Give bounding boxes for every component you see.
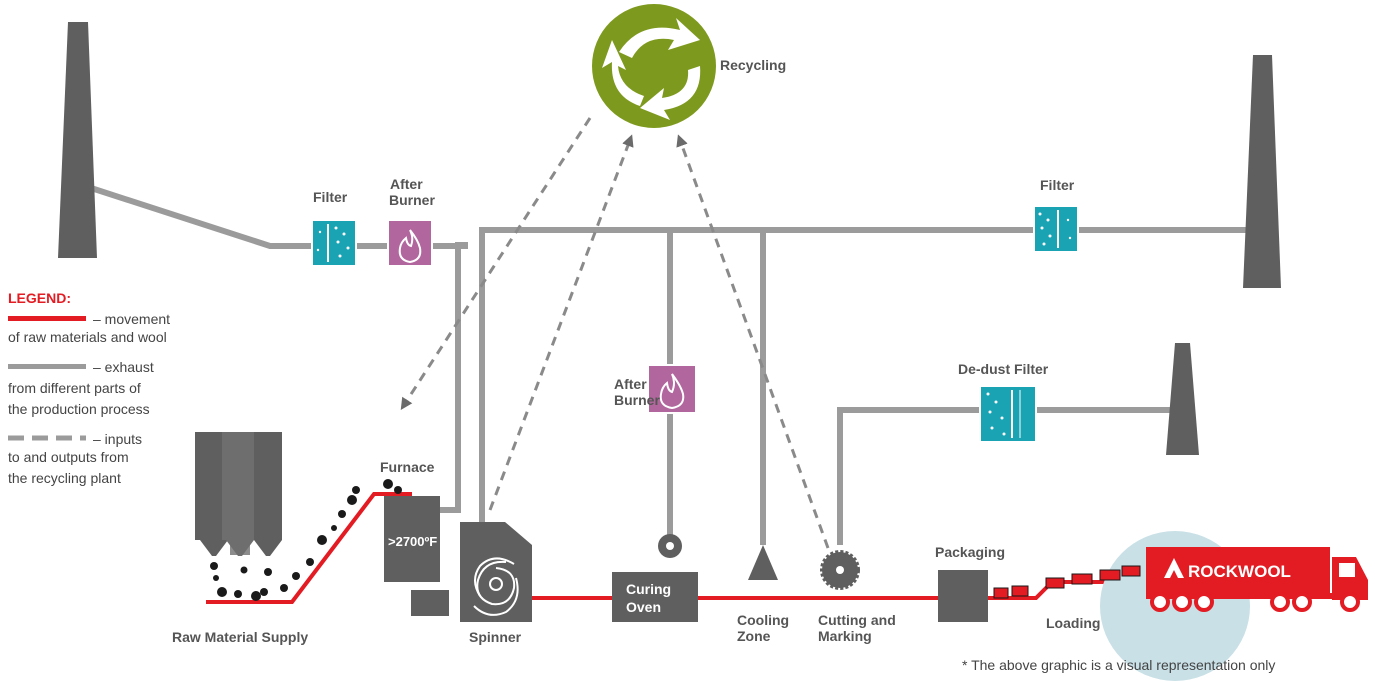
legend-swatch-exhaust: [8, 364, 86, 369]
loading-label: Loading: [1046, 615, 1100, 631]
legend-swatch-material: [8, 316, 86, 321]
recycling-plant: Recycling: [592, 4, 786, 128]
legend-inputs-1: – inputs: [93, 431, 142, 447]
legend-title: LEGEND:: [8, 290, 71, 306]
flame-icon-after-burner-mid: [647, 364, 697, 414]
legend: LEGEND: – movement of raw materials and …: [8, 290, 170, 486]
footnote: * The above graphic is a visual represen…: [962, 657, 1275, 673]
cutting-marking-label-line2: Marking: [818, 628, 872, 644]
raw-material-pieces: [210, 479, 475, 601]
filter-right-label: Filter: [1040, 177, 1075, 193]
cutting-marking-label-line1: Cutting and: [818, 612, 896, 628]
packaging-label: Packaging: [935, 544, 1005, 560]
legend-exhaust-1: – exhaust: [93, 359, 154, 375]
curing-oven-label-line2: Oven: [626, 599, 661, 615]
arrow-spinner-to-recycling: [488, 134, 634, 511]
truck-brand: ROCKWOOL: [1188, 562, 1291, 581]
exhaust-line-left-stack: [87, 184, 468, 513]
legend-inputs-2: to and outputs from: [8, 449, 129, 465]
exhaust-line-cutting: [837, 407, 1170, 545]
filter-icon-dedust: [979, 385, 1037, 443]
dedust-filter-label: De-dust Filter: [958, 361, 1049, 377]
legend-exhaust-2: from different parts of: [8, 380, 141, 396]
after-burner-top-label-line2: Burner: [389, 192, 435, 208]
legend-movement-1: – movement: [93, 311, 170, 327]
flame-icon-after-burner-top: [387, 219, 433, 267]
cooling-zone-label-line2: Zone: [737, 628, 771, 644]
recycling-label: Recycling: [720, 57, 786, 73]
raw-material-supply-label: Raw Material Supply: [172, 629, 308, 645]
curing-oven: Curing Oven: [612, 534, 698, 622]
filter-left-label: Filter: [313, 189, 348, 205]
chimney-icon-left: [58, 22, 97, 258]
after-burner-top-label-line1: After: [390, 176, 423, 192]
filter-icon-left: [311, 219, 357, 267]
raw-material-silos: [195, 432, 282, 556]
packaging-machine: [938, 570, 988, 622]
material-line: [206, 492, 1145, 604]
after-burner-mid-label-line2: Burner: [614, 392, 660, 408]
legend-exhaust-3: the production process: [8, 401, 150, 417]
filter-icon-right: [1033, 205, 1079, 253]
recycling-arrows: [400, 117, 830, 549]
spinner: [460, 522, 532, 622]
saw-blade-icon: [820, 550, 860, 590]
spinner-label: Spinner: [469, 629, 522, 645]
legend-inputs-3: the recycling plant: [8, 470, 121, 486]
curing-oven-label-line1: Curing: [626, 581, 671, 597]
cooling-zone-label-line1: Cooling: [737, 612, 789, 628]
packages: [993, 565, 1141, 599]
arrow-cutting-to-recycling: [676, 134, 830, 549]
cooling-zone: [748, 545, 778, 580]
chimney-icon-small: [1166, 343, 1199, 455]
exhaust-line-spinner: [479, 227, 1250, 522]
furnace-temp: >2700ºF: [388, 534, 437, 549]
furnace-label: Furnace: [380, 459, 435, 475]
after-burner-mid-label-line1: After: [614, 376, 647, 392]
legend-movement-2: of raw materials and wool: [8, 329, 167, 345]
spiral-icon: [473, 557, 519, 616]
furnace: >2700ºF: [384, 496, 449, 616]
chimney-icon-right: [1243, 55, 1281, 288]
truck-icon[interactable]: ROCKWOOL: [1146, 547, 1368, 612]
